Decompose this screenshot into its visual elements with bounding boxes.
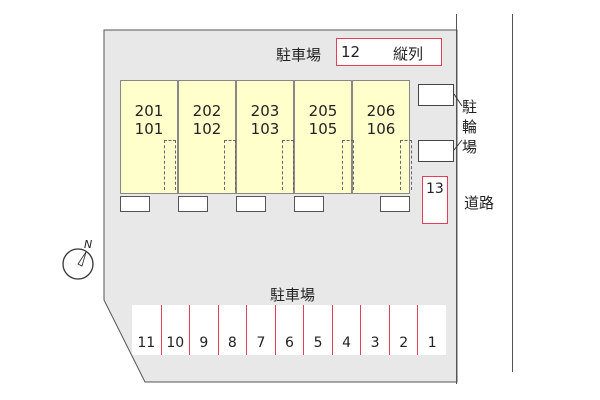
parking-space: 5 — [303, 305, 332, 355]
parking-space: 7 — [246, 305, 275, 355]
bicycle-parking-char-1: 駐 — [462, 98, 478, 116]
space-number: 7 — [256, 335, 266, 351]
unit-206-106: 206 106 — [352, 80, 410, 194]
road-edge-right — [512, 14, 513, 372]
door-outline — [282, 140, 294, 190]
space-number: 13 — [426, 181, 444, 197]
parking-space-12: 12 縦列 — [336, 38, 442, 66]
porch-step — [294, 196, 324, 212]
space-number: 11 — [137, 335, 156, 351]
unit-lower-number: 103 — [250, 120, 280, 138]
parking-space: 4 — [331, 305, 361, 355]
parking-space: 11 — [132, 305, 161, 355]
space-note: 縦列 — [393, 45, 424, 63]
space-number: 9 — [199, 335, 209, 351]
unit-upper-number: 202 — [192, 102, 222, 120]
parking-space: 2 — [388, 305, 418, 355]
door-outline — [342, 140, 354, 190]
parking-space: 1 — [417, 305, 446, 355]
parking-space-13: 13 — [422, 176, 448, 224]
porch-step — [236, 196, 266, 212]
parking-space: 10 — [160, 305, 190, 355]
unit-upper-number: 203 — [250, 102, 280, 120]
unit-upper-number: 205 — [308, 102, 338, 120]
space-number: 6 — [285, 335, 294, 351]
parking-space: 9 — [189, 305, 218, 355]
road-edge-left — [456, 14, 457, 384]
bicycle-parking-char-2: 輪 — [462, 118, 478, 136]
space-number: 10 — [166, 335, 185, 351]
unit-202-102: 202 102 — [178, 80, 236, 194]
road-label: 道路 — [464, 194, 495, 212]
space-number: 12 — [341, 43, 361, 61]
unit-upper-number: 206 — [366, 102, 396, 120]
bicycle-rack — [418, 140, 454, 162]
space-number: 4 — [342, 335, 352, 351]
parking-space: 6 — [274, 305, 304, 355]
unit-lower-number: 106 — [366, 120, 396, 138]
unit-lower-number: 101 — [134, 120, 164, 138]
parking-space: 3 — [360, 305, 389, 355]
north-compass-icon — [62, 248, 94, 280]
bottom-parking-label: 駐車場 — [270, 286, 316, 304]
door-outline — [224, 140, 236, 190]
door-outline — [164, 140, 176, 190]
top-parking-label: 駐車場 — [276, 46, 322, 64]
unit-lower-number: 102 — [192, 120, 222, 138]
parking-space: 8 — [217, 305, 247, 355]
bicycle-rack — [418, 84, 454, 106]
door-outline — [400, 140, 412, 190]
space-number: 8 — [227, 335, 237, 351]
space-number: 5 — [313, 335, 323, 351]
porch-step — [120, 196, 150, 212]
porch-step — [380, 196, 410, 212]
unit-203-103: 203 103 — [236, 80, 294, 194]
space-number: 1 — [427, 335, 437, 351]
porch-step — [178, 196, 208, 212]
space-number: 3 — [370, 335, 380, 351]
unit-lower-number: 105 — [308, 120, 338, 138]
bicycle-parking-char-3: 場 — [462, 138, 478, 156]
unit-201-101: 201 101 — [120, 80, 178, 194]
compass-north-label: N — [84, 238, 93, 251]
space-number: 2 — [399, 335, 409, 351]
unit-upper-number: 201 — [134, 102, 164, 120]
